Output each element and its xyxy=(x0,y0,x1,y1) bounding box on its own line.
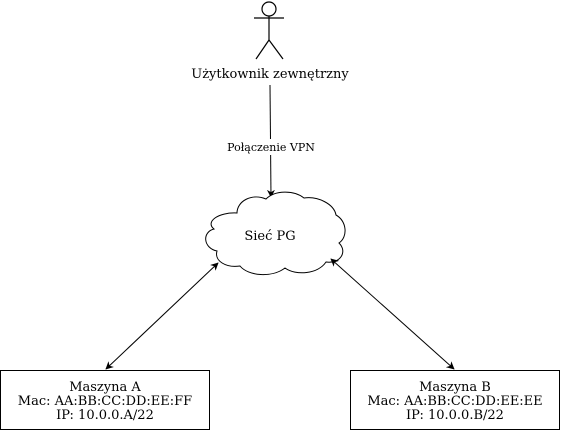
machine-a-box xyxy=(0,370,210,430)
vpn-connection-label: Połączenie VPN xyxy=(227,141,315,154)
machine-b-mac: Mac: AA:BB:CC:DD:EE:EE xyxy=(367,394,542,409)
machine-b-box xyxy=(350,370,560,430)
machine-b-ip: IP: 10.0.0.B/22 xyxy=(406,408,504,423)
machine-a-node: Maszyna A Mac: AA:BB:CC:DD:EE:FF IP: 10.… xyxy=(0,370,210,430)
machine-a-mac: Mac: AA:BB:CC:DD:EE:FF xyxy=(18,394,192,409)
machine-b-title: Maszyna B xyxy=(419,380,491,395)
vpn-label-background xyxy=(224,139,318,155)
machine-b-node: Maszyna B Mac: AA:BB:CC:DD:EE:EE IP: 10.… xyxy=(350,370,560,430)
actor-label: Użytkownik zewnętrzny xyxy=(191,67,349,82)
machine-a-title: Maszyna A xyxy=(69,380,141,395)
network-machine-a-edge xyxy=(105,262,219,370)
network-machine-b-edge xyxy=(330,258,455,370)
network-label: Sieć PG xyxy=(244,229,295,244)
user-actor-icon xyxy=(254,1,284,60)
network-cloud-shape xyxy=(205,191,346,275)
machine-a-ip: IP: 10.0.0.A/22 xyxy=(56,408,154,423)
